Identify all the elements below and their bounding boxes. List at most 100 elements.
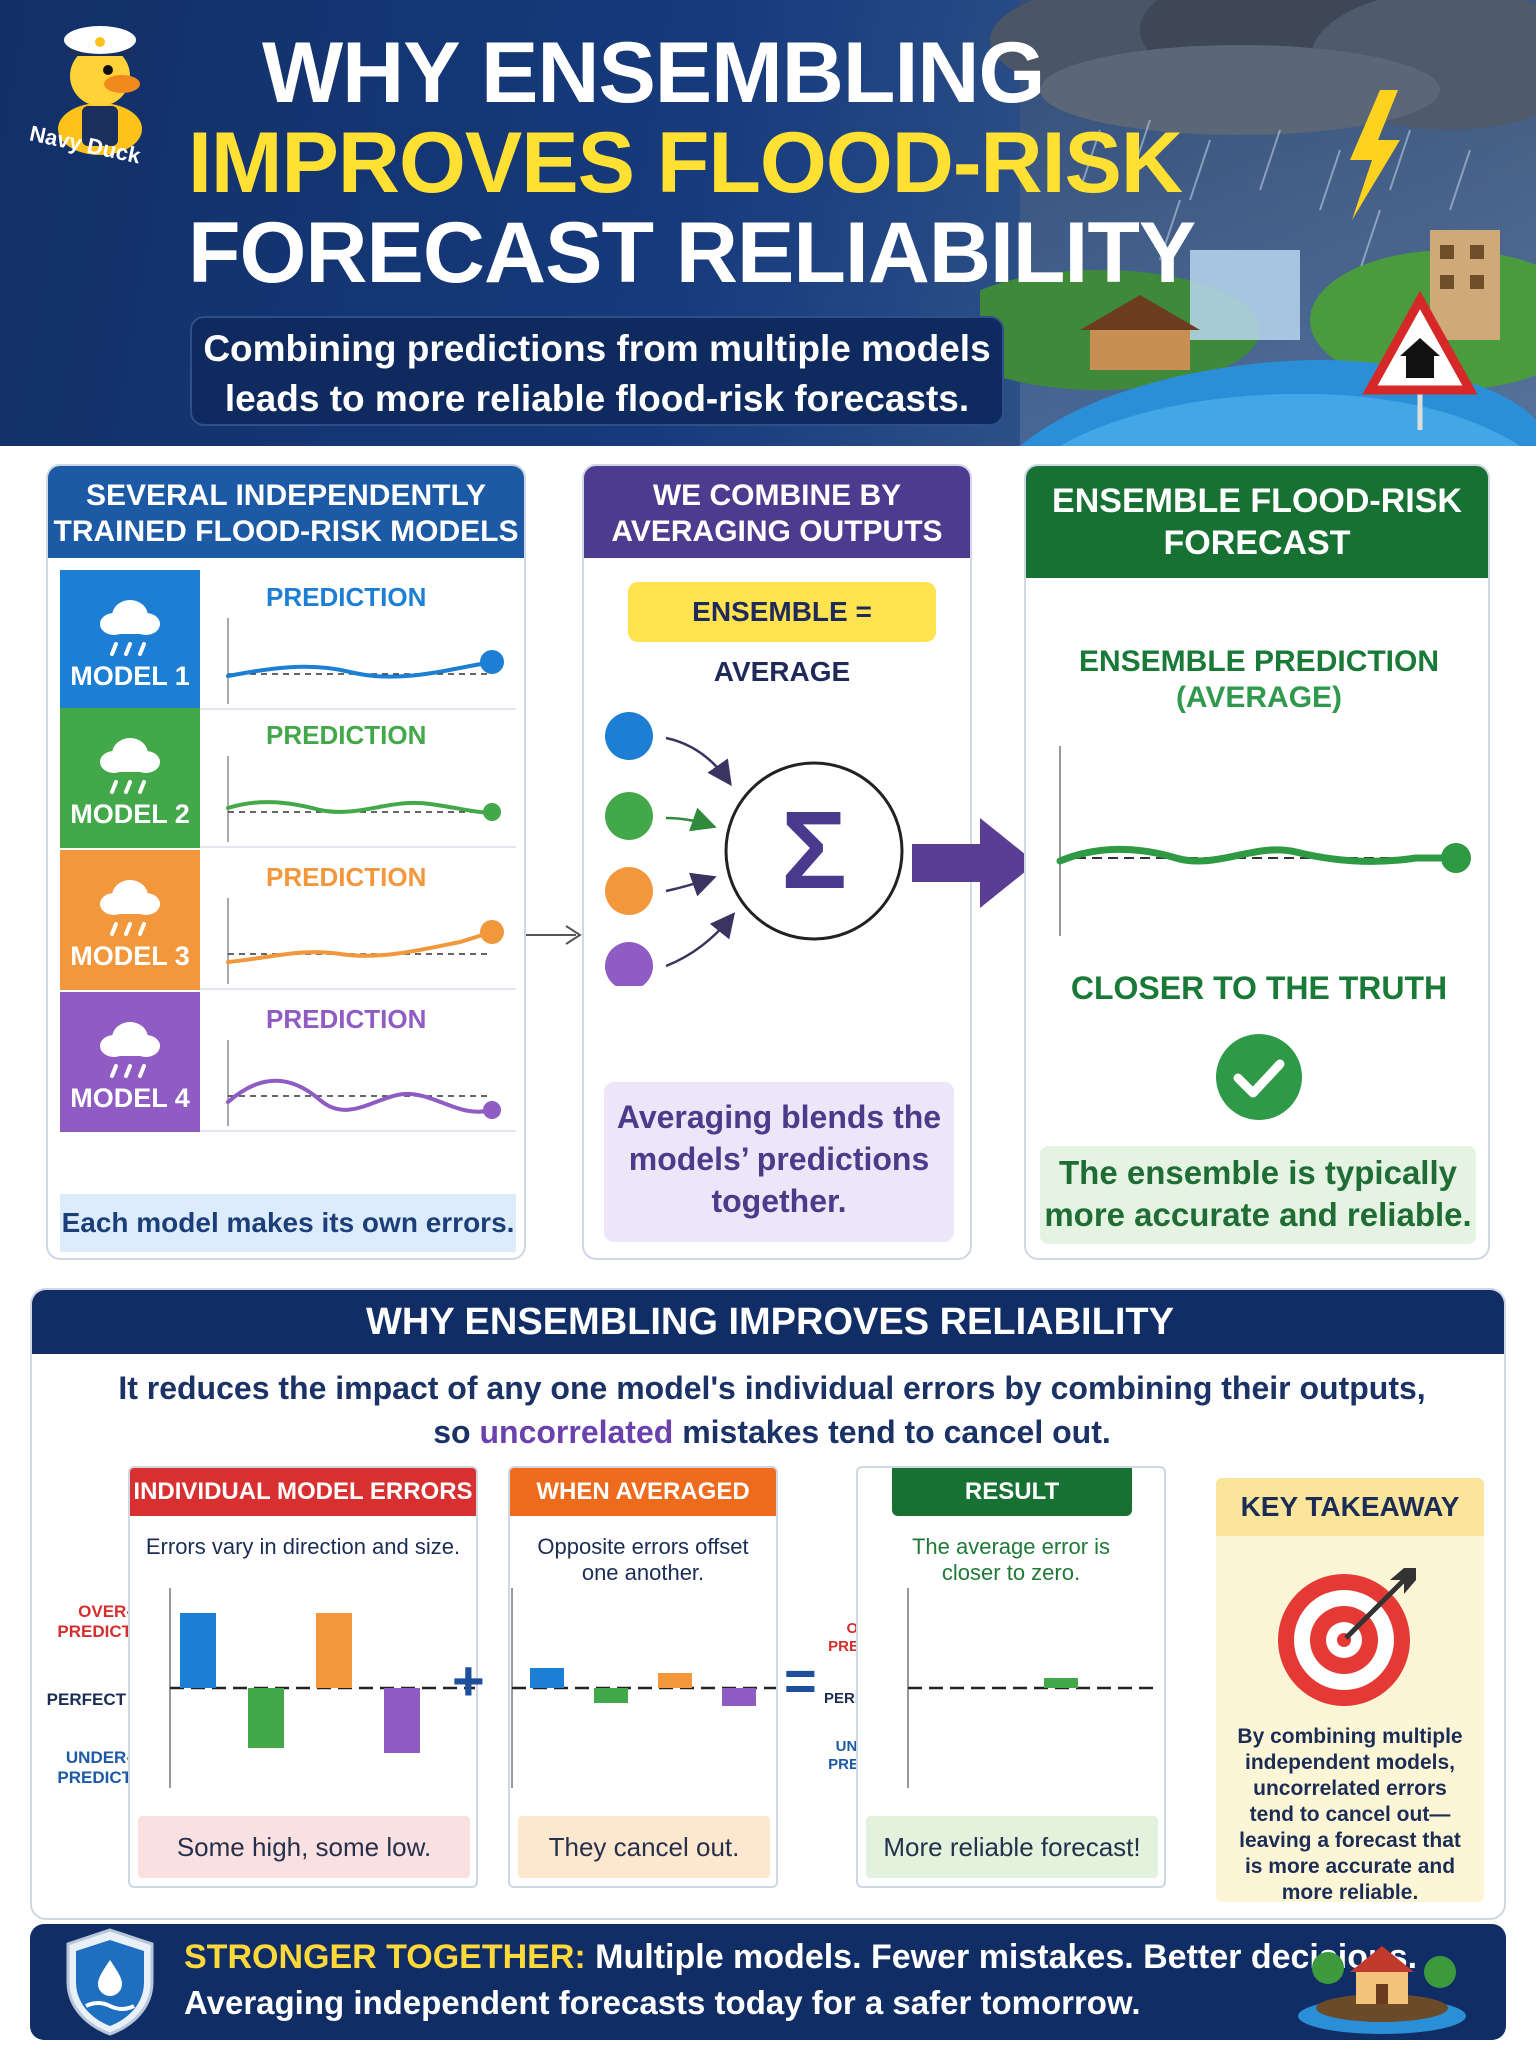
model-4-dot <box>605 942 653 986</box>
individual-errors-heading: INDIVIDUAL MODEL ERRORS <box>130 1468 476 1516</box>
navy-duck-mascot-icon <box>58 26 142 155</box>
prediction-endpoint-2 <box>483 803 501 821</box>
model-row-1: MODEL 1 PREDICTION <box>60 570 516 710</box>
model-tile-2: MODEL 2 <box>60 708 200 848</box>
combine-panel: WE COMBINE BY AVERAGING OUTPUTS ENSEMBLE… <box>582 464 972 1260</box>
key-takeaway-heading: KEY TAKEAWAY <box>1216 1478 1484 1536</box>
big-arrow-icon <box>912 818 1036 908</box>
error-bar-2 <box>248 1688 284 1748</box>
prediction-chart-1 <box>226 618 504 704</box>
equals-sign: = <box>784 1649 817 1712</box>
footer-banner: STRONGER TOGETHER: Multiple models. Fewe… <box>30 1924 1506 2040</box>
model-label-1: MODEL 1 <box>70 661 190 691</box>
model-row-4: MODEL 4 PREDICTION <box>60 992 516 1132</box>
title-line-2: IMPROVES FLOOD-RISK <box>188 115 1183 211</box>
averaged-desc-line-2: one another. <box>581 1560 705 1585</box>
result-footer: More reliable forecast! <box>866 1816 1158 1878</box>
lightning-icon <box>1350 90 1400 220</box>
ensemble-prediction-label: ENSEMBLE PREDICTION <box>1078 645 1440 678</box>
error-bar-4 <box>384 1688 420 1753</box>
storm-scene-illustration <box>980 0 1536 446</box>
model-label-4: MODEL 4 <box>70 1083 190 1113</box>
ensemble-average-label: (AVERAGE) <box>1175 681 1343 714</box>
individual-errors-card: INDIVIDUAL MODEL ERRORS Errors vary in d… <box>128 1466 478 1888</box>
averaged-card: WHEN AVERAGED Opposite errors offset one… <box>508 1466 778 1888</box>
over-predict-label: OVER-PREDICT <box>57 1602 132 1641</box>
prediction-chart-2 <box>226 756 501 842</box>
key-takeaway-text: By combining multiple independent models… <box>1237 1725 1463 1902</box>
result-heading: RESULT <box>892 1468 1132 1516</box>
rain-cloud-icon <box>100 1022 160 1078</box>
ensemble-panel-footer: The ensemble is typically more accurate … <box>1040 1146 1476 1244</box>
arrow-icon <box>526 925 582 945</box>
result-desc-line-2: closer to zero. <box>941 1560 1081 1585</box>
error-bar-1 <box>530 1668 564 1688</box>
error-bar-3 <box>316 1613 352 1688</box>
result-error-chart <box>907 1588 1158 1788</box>
ensemble-average-badge: ENSEMBLE = AVERAGE <box>628 582 936 687</box>
reliability-heading: WHY ENSEMBLING IMPROVES RELIABILITY <box>32 1290 1504 1354</box>
error-bar-4 <box>722 1688 756 1706</box>
models-panel-heading: SEVERAL INDEPENDENTLY TRAINED FLOOD-RISK… <box>48 466 524 558</box>
individual-errors-footer: Some high, some low. <box>138 1816 470 1878</box>
footer-line-1-rest: Multiple models. Fewer mistakes. Better … <box>585 1938 1418 1976</box>
island-house-icon <box>1298 1946 1466 2034</box>
model-2-dot <box>605 792 653 840</box>
result-desc-line-1: The average error is <box>911 1534 1111 1559</box>
averaged-errors-chart <box>511 1588 776 1788</box>
ensemble-heading-line-1: ENSEMBLE FLOOD-RISK <box>1052 482 1462 520</box>
shield-icon <box>66 1928 154 2036</box>
rain-cloud-icon <box>100 880 160 936</box>
result-desc: The average error is closer to zero. <box>858 1534 1164 1586</box>
prediction-label-1: PREDICTION <box>266 582 427 612</box>
prediction-chart-4 <box>226 1040 501 1126</box>
error-bar-1 <box>1044 1678 1078 1688</box>
subtitle-box: Combining predictions from multiple mode… <box>190 316 1004 426</box>
prediction-endpoint-4 <box>483 1101 501 1119</box>
prediction-endpoint-1 <box>480 650 504 674</box>
models-panel: SEVERAL INDEPENDENTLY TRAINED FLOOD-RISK… <box>46 464 526 1260</box>
title-line-3: FORECAST RELIABILITY <box>188 205 1196 301</box>
ensemble-panel: ENSEMBLE FLOOD-RISK FORECAST ENSEMBLE PR… <box>1024 464 1490 1260</box>
header-banner: Navy Duck WHY ENSEMBLING IMPROVES FLOOD-… <box>0 0 1536 446</box>
stronger-together-highlight: STRONGER TOGETHER: <box>184 1938 586 1976</box>
plus-sign: + <box>452 1649 485 1712</box>
key-takeaway-card: KEY TAKEAWAY By combining multiple indep… <box>1216 1478 1484 1902</box>
prediction-label-3: PREDICTION <box>266 862 427 892</box>
averaged-heading: WHEN AVERAGED <box>510 1468 776 1516</box>
prediction-chart-3 <box>226 898 504 984</box>
footer-line-2: Averaging independent forecasts today fo… <box>184 1984 1141 2021</box>
footer-line-1: STRONGER TOGETHER: Multiple models. Fewe… <box>184 1938 1417 1977</box>
averaged-desc-line-1: Opposite errors offset <box>537 1534 749 1559</box>
prediction-endpoint-3 <box>480 920 504 944</box>
ensemble-endpoint <box>1441 843 1471 873</box>
reliability-text-line-2: so uncorrelated mistakes tend to cancel … <box>72 1410 1472 1454</box>
prediction-label-4: PREDICTION <box>266 1004 427 1034</box>
perfect-label: PERFECT <box>46 1690 126 1709</box>
sigma-icon: Σ <box>780 789 847 912</box>
model-label-2: MODEL 2 <box>70 799 190 829</box>
models-panel-footer: Each model makes its own errors. <box>60 1194 516 1252</box>
models-heading-line-2: TRAINED FLOOD-RISK MODELS <box>53 515 519 548</box>
closer-to-truth-label: CLOSER TO THE TRUTH <box>1070 970 1448 1006</box>
model-tile-1: MODEL 1 <box>60 570 200 710</box>
ensemble-panel-heading: ENSEMBLE FLOOD-RISK FORECAST <box>1026 466 1488 578</box>
under-predict-label: UNDER-PREDICT <box>57 1748 132 1787</box>
model-tile-4: MODEL 4 <box>60 992 200 1132</box>
averaged-desc: Opposite errors offset one another. <box>510 1534 776 1586</box>
ensemble-heading-line-2: FORECAST <box>1163 524 1351 562</box>
rain-cloud-icon <box>100 600 160 656</box>
averaged-footer: They cancel out. <box>518 1816 770 1878</box>
error-bar-1 <box>180 1613 216 1688</box>
combine-heading-line-1: WE COMBINE BY <box>652 479 902 512</box>
reliability-text-end: mistakes tend to cancel out. <box>673 1414 1111 1450</box>
target-icon <box>1278 1568 1416 1706</box>
error-bar-3 <box>658 1673 692 1688</box>
subtitle-line-1: Combining predictions from multiple mode… <box>203 328 991 369</box>
sigma-circle <box>724 761 904 941</box>
combine-heading-line-2: AVERAGING OUTPUTS <box>611 515 943 548</box>
result-card: RESULT The average error is closer to ze… <box>856 1466 1166 1888</box>
combine-panel-heading: WE COMBINE BY AVERAGING OUTPUTS <box>584 466 970 558</box>
model-1-dot <box>605 712 653 760</box>
model-3-dot <box>605 867 653 915</box>
